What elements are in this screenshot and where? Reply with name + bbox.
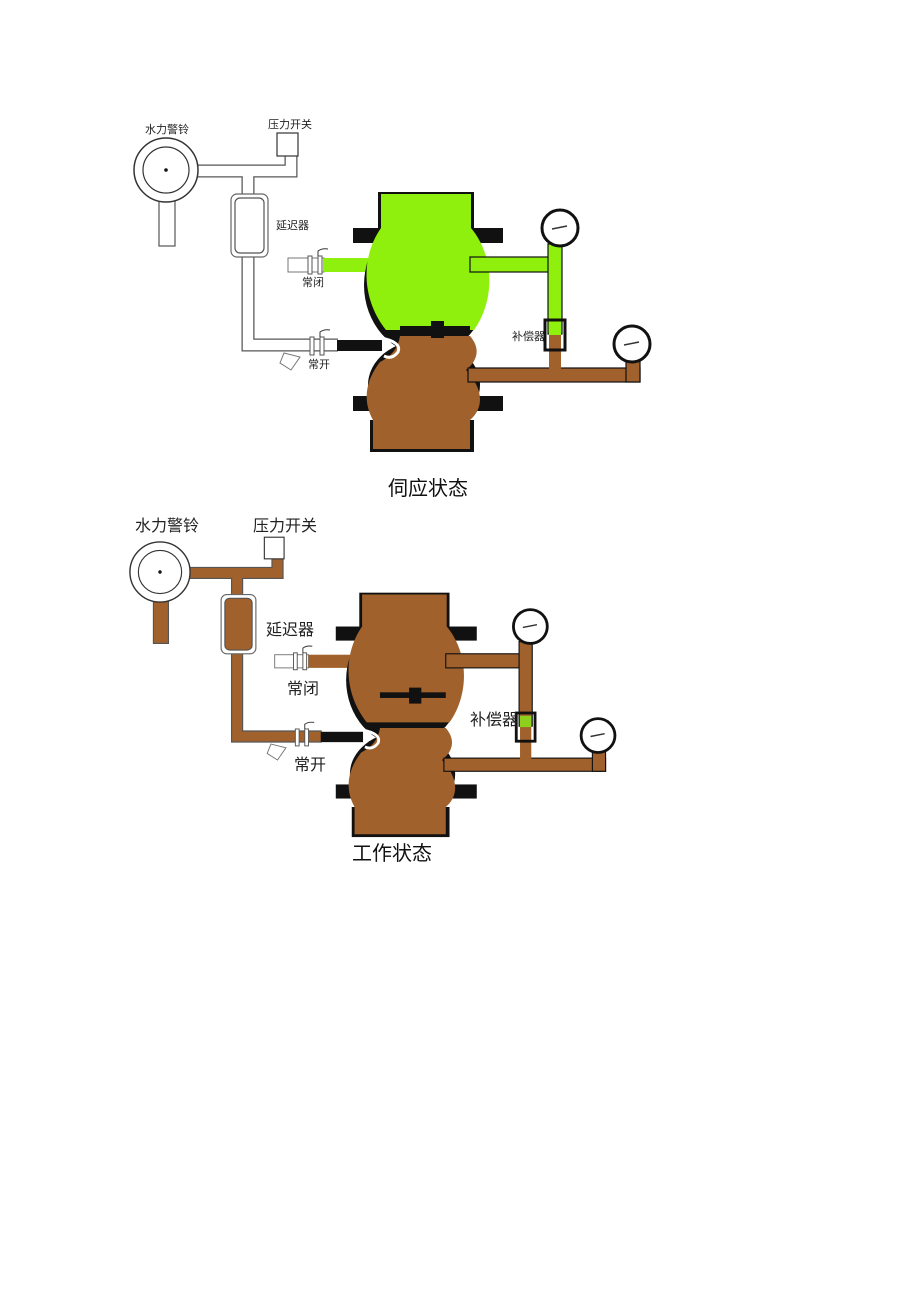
- lower-pressure-gauge-icon-needle: [623, 341, 640, 346]
- lower-chamber: [366, 336, 480, 449]
- normally-open-valve-0: [309, 336, 315, 356]
- standby-state-caption: 伺应状态: [388, 476, 468, 500]
- normally-closed-valve-1: [302, 652, 308, 671]
- normally-open-handle-icon: [319, 329, 331, 337]
- upper-chamber: [366, 194, 490, 330]
- normally-closed-label: 常闭: [287, 679, 320, 698]
- compensator-fill: [520, 715, 532, 728]
- pressure-switch-label: 压力开关: [268, 118, 312, 131]
- normally-open-valve-0: [294, 728, 300, 747]
- upper-trim-pipe: [445, 653, 531, 669]
- alarm-line-pipe: [189, 557, 322, 742]
- pressure-switch-label: 压力开关: [253, 516, 318, 535]
- upper-pressure-gauge-icon-needle: [522, 623, 538, 629]
- normally-closed-handle-icon: [317, 248, 329, 256]
- compensator-lower-pipe: [520, 726, 532, 764]
- upper-trim-pipe: [469, 256, 561, 273]
- clapper-hinge: [409, 687, 422, 704]
- bell-drain-pipe: [158, 197, 176, 247]
- compensator: [543, 318, 567, 352]
- lower-chamber: [348, 728, 456, 835]
- compensator-label: 补偿器: [470, 710, 519, 729]
- upper-pressure-gauge-icon-needle: [551, 225, 568, 230]
- normally-closed-valve-1: [317, 255, 323, 275]
- retard-chamber-label: 延迟器: [276, 219, 309, 232]
- pressure-switch-box: [276, 132, 299, 157]
- normally-open-valve-1: [319, 336, 325, 356]
- bell-drain-pipe: [152, 597, 170, 645]
- retard-chamber: [234, 197, 265, 254]
- normally-closed-handle-icon: [302, 645, 313, 653]
- normally-open-label: 常开: [294, 755, 327, 774]
- compensator-label: 补偿器: [512, 330, 545, 343]
- alarm-line-pipe: [197, 155, 338, 351]
- normally-closed-valve-0: [307, 255, 313, 275]
- normally-closed-label: 常闭: [302, 276, 324, 289]
- compensator-lower-pipe: [549, 334, 561, 374]
- bell-label: 水力警铃: [135, 516, 200, 535]
- standby-state-diagram: [133, 132, 652, 452]
- alarm-port: [320, 731, 364, 743]
- normally-open-label: 常开: [308, 358, 330, 371]
- alarm-port-passage: [380, 336, 401, 359]
- normally-open-valve-1: [304, 728, 309, 747]
- normally-open-handle-icon: [304, 721, 315, 729]
- upper-chamber: [348, 594, 464, 723]
- retard-chamber: [224, 597, 253, 651]
- compensator: [514, 711, 537, 743]
- clapper-hinge: [431, 321, 444, 338]
- alarm-port: [337, 340, 382, 351]
- bell-label: 水力警铃: [145, 123, 189, 136]
- bell-center-dot: [164, 168, 168, 172]
- working-state-diagram: [129, 536, 617, 838]
- working-state-caption: 工作状态: [352, 841, 432, 865]
- drain-strainer-icon: [266, 743, 287, 761]
- pressure-switch-box: [263, 536, 285, 560]
- drain-strainer-icon: [279, 352, 301, 371]
- alarm-port-passage: [361, 728, 381, 750]
- retard-chamber-label: 延迟器: [266, 620, 315, 639]
- lower-pressure-gauge-icon-needle: [590, 732, 605, 738]
- bell-center-dot: [158, 570, 162, 574]
- compensator-fill: [549, 323, 561, 335]
- normally-closed-valve-0: [293, 652, 298, 671]
